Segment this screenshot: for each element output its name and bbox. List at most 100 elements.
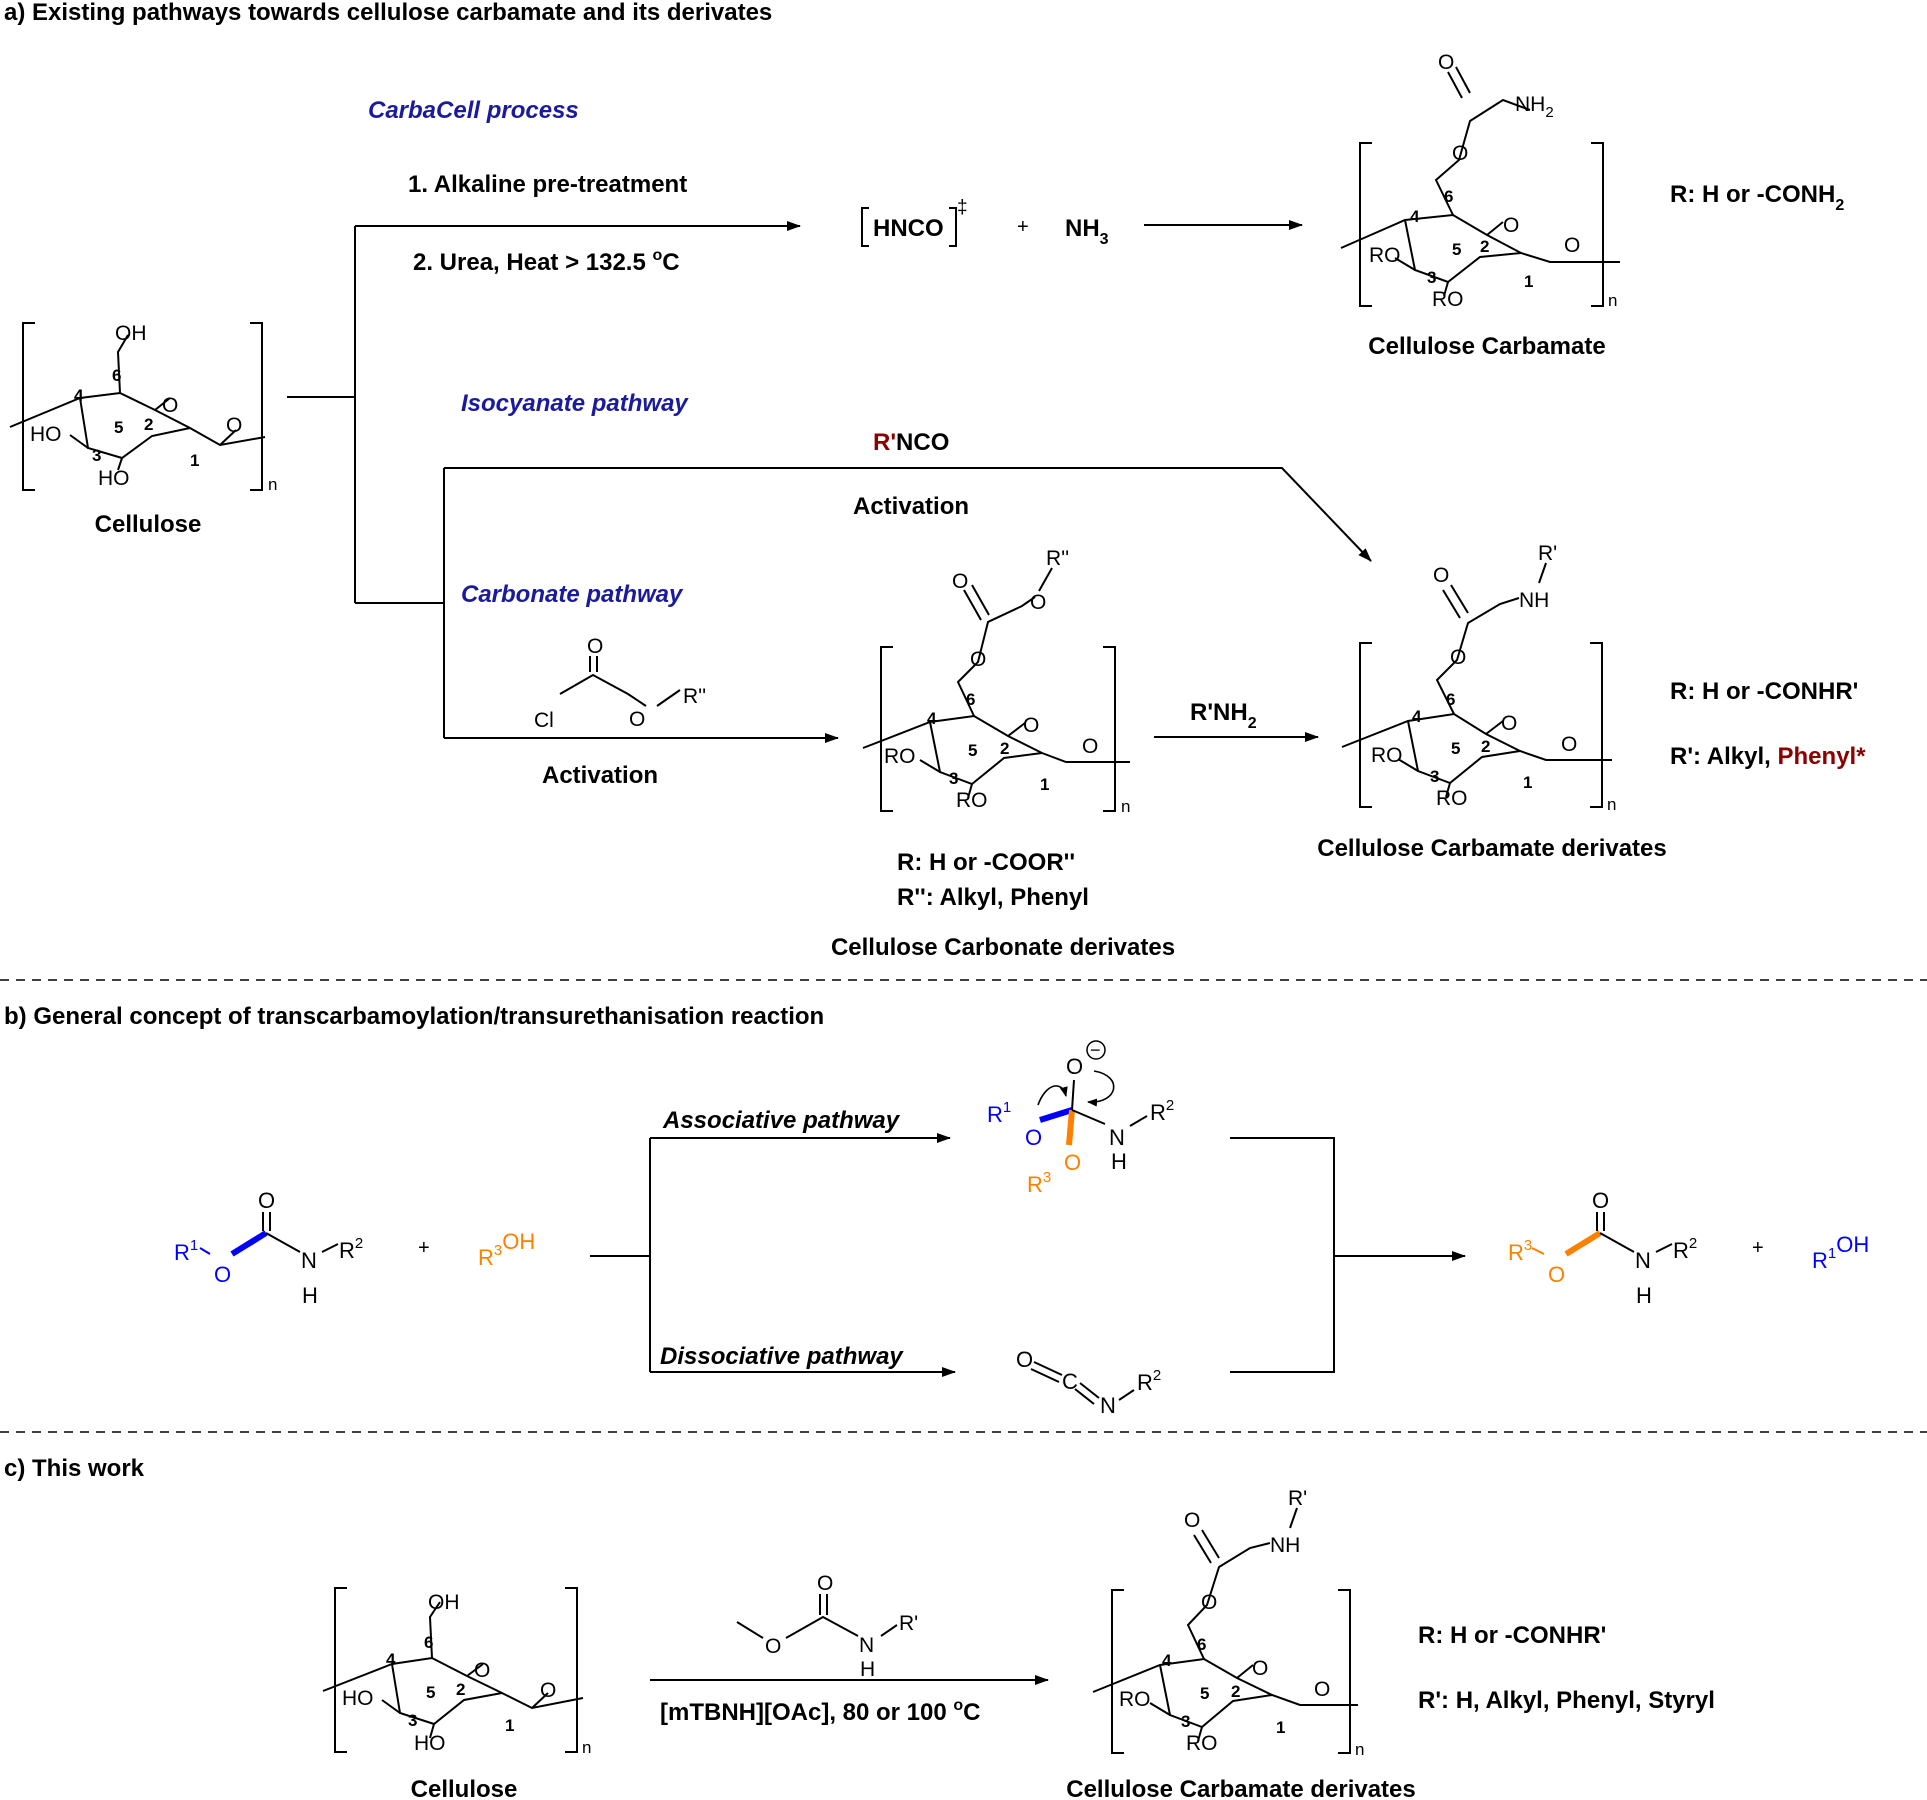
isocyanate-activation: Activation: [853, 493, 969, 520]
n-subscript: n: [1121, 797, 1130, 816]
ro2-label: RO: [1432, 288, 1464, 311]
c6-number: 6: [966, 690, 975, 709]
c1-number: 1: [190, 451, 199, 470]
c4-number: 4: [1162, 1651, 1172, 1670]
ro2-label: RO: [956, 789, 988, 812]
r2-label: R2: [1673, 1235, 1697, 1263]
nh-label: NH: [1519, 589, 1549, 612]
carbamate-derivative-structure-c: [1092, 1507, 1358, 1754]
carbonate-r-definition: R: H or -COOR'': [897, 849, 1075, 876]
c1-number: 1: [1524, 272, 1533, 291]
cellulose-carbonate-label: Cellulose Carbonate derivates: [831, 934, 1175, 961]
product-r1-definition-a: R': Alkyl, Phenyl*: [1670, 743, 1866, 770]
isocyanate-title: Isocyanate pathway: [461, 390, 689, 417]
ro3-label: RO: [1371, 744, 1403, 767]
methyl-carbamate-reagent: [736, 1594, 898, 1639]
oh6-label: OH: [115, 322, 147, 345]
r1oh-product: R1OH: [1812, 1232, 1869, 1273]
carbonate-intermediate-labels: O O R'' O O O RO RO n 6 4 5 2 3 1: [884, 547, 1130, 816]
tetrahedral-intermediate: [1037, 1070, 1148, 1146]
cellulose-label-a: Cellulose: [95, 511, 202, 538]
section-a-heading: a) Existing pathways towards cellulose c…: [4, 0, 772, 26]
c2-number: 2: [1480, 237, 1489, 256]
c3-number: 3: [1430, 767, 1439, 786]
c5-number: 5: [1452, 240, 1461, 259]
c6-number: 6: [112, 366, 121, 385]
branch-lines-b: [590, 1133, 1466, 1377]
carbonyl-o-label: O: [258, 1188, 275, 1213]
c3-number: 3: [92, 446, 101, 465]
o-label: O: [1025, 1125, 1042, 1150]
carbonyl-o-label: O: [1433, 564, 1449, 587]
ring-o-label: O: [1252, 1657, 1268, 1680]
cellulose-carbonate-structure: [862, 567, 1130, 812]
c2-number: 2: [456, 1680, 465, 1699]
c3-number: 3: [949, 769, 958, 788]
cellulose-structure-a: [9, 322, 266, 491]
product-r-definition-c: R: H or -CONHR': [1418, 1622, 1606, 1649]
o-label: O: [1016, 1347, 1033, 1372]
ho2-label: HO: [98, 467, 130, 490]
glyco-o-label: O: [1561, 733, 1577, 756]
glyco-o-label: O: [1314, 1678, 1330, 1701]
ro3-label: RO: [1369, 244, 1401, 267]
intermediate-labels: R1 O O − N H R2 O R3: [987, 1040, 1174, 1197]
n-subscript: n: [1608, 291, 1617, 310]
c4-number: 4: [74, 386, 84, 405]
chloroformate-structure: [559, 656, 681, 707]
carbonyl-o-label: O: [587, 635, 603, 658]
c6-o-label: O: [970, 648, 986, 671]
carbamate-derivates-label-a: Cellulose Carbamate derivates: [1317, 835, 1667, 862]
cellulose-structure-c: [322, 1587, 584, 1753]
carbonate-title: Carbonate pathway: [461, 581, 684, 608]
section-c-heading: c) This work: [4, 1455, 145, 1482]
plus-sign-a: +: [1017, 216, 1029, 238]
c1-number: 1: [505, 1716, 514, 1735]
carbonate-activation: Activation: [542, 762, 658, 789]
carbonyl-o-label: O: [1184, 1509, 1200, 1532]
r2-label: R2: [1137, 1367, 1161, 1395]
r3-label: R3: [1508, 1237, 1532, 1265]
c4-number: 4: [927, 709, 937, 728]
c6-number: 6: [1444, 187, 1453, 206]
c5-number: 5: [968, 741, 977, 760]
carbamate-derivative-a-labels: O NH R' O O O RO RO n 6 4 5 2 3 1: [1371, 542, 1616, 814]
n-label: N: [1100, 1393, 1116, 1418]
carbamate-product-b-labels: R3 O O N H R2: [1508, 1188, 1697, 1308]
n-subscript: n: [1607, 795, 1616, 814]
c5-number: 5: [114, 418, 123, 437]
h-label: H: [1636, 1283, 1652, 1308]
o-label: O: [214, 1262, 231, 1287]
c3-number: 3: [1181, 1712, 1190, 1731]
carbamate-reactant: [199, 1212, 339, 1257]
c5-number: 5: [1200, 1684, 1209, 1703]
c5-number: 5: [426, 1683, 435, 1702]
n-label: N: [301, 1248, 317, 1273]
n-subscript: n: [1355, 1740, 1364, 1759]
ro2-label: RO: [1186, 1732, 1218, 1755]
cellulose-carbamate-label: Cellulose Carbamate: [1368, 333, 1605, 360]
c6-number: 6: [1446, 690, 1455, 709]
hnco-label: HNCO: [873, 215, 944, 242]
r1-label: R1: [174, 1237, 198, 1265]
oxyanion-o-label: O: [1066, 1054, 1083, 1079]
carbacell-step2: 2. Urea, Heat > 132.5 oC: [413, 247, 680, 276]
h-label: H: [1111, 1149, 1127, 1174]
reaction-conditions: [mTBNH][OAc], 80 or 100 oC: [660, 1697, 981, 1726]
carbamate-derivative-structure-a: [1341, 562, 1612, 808]
ro2-label: RO: [1436, 787, 1468, 810]
product-r1-definition-c: R': H, Alkyl, Phenyl, Styryl: [1418, 1687, 1715, 1714]
rnco-reagent: R'NCO: [873, 429, 949, 456]
dagger-symbol: ‡: [957, 197, 968, 218]
r2-label: R2: [339, 1235, 363, 1263]
ring-o-label: O: [1501, 712, 1517, 735]
o-label: O: [1064, 1150, 1081, 1175]
h-label: H: [860, 1658, 875, 1681]
carbonyl-o-label: O: [1592, 1188, 1609, 1213]
carbacell-step1: 1. Alkaline pre-treatment: [408, 171, 687, 198]
cl-label: Cl: [534, 709, 554, 732]
c1-number: 1: [1276, 1718, 1285, 1737]
c2-number: 2: [144, 415, 153, 434]
nh-label: NH: [1270, 1534, 1300, 1557]
